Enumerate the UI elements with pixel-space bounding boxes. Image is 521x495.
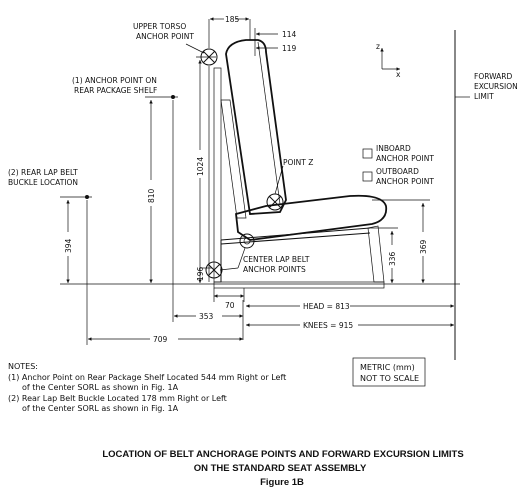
dim-knees: KNEES = 915 bbox=[303, 321, 353, 330]
axis-x-label: x bbox=[396, 70, 401, 79]
outboard-label-2: ANCHOR POINT bbox=[376, 177, 434, 186]
center-lap-label-1: CENTER LAP BELT bbox=[243, 255, 310, 264]
metric-box-text: METRIC (mm) NOT TO SCALE bbox=[360, 363, 419, 383]
note-2b: of the Center SORL as shown in Fig. 1A bbox=[22, 404, 179, 413]
dimension-values: 185 114 119 1024 810 394 196 70 353 709 … bbox=[64, 15, 428, 344]
caption-line-3: Figure 1B bbox=[260, 477, 304, 488]
dim-119: 119 bbox=[282, 44, 297, 53]
dim-369: 369 bbox=[419, 239, 428, 254]
notes: NOTES: (1) Anchor Point on Rear Package … bbox=[8, 362, 286, 413]
forward-excursion-label-1: FORWARD bbox=[474, 72, 512, 81]
point-z-label: POINT Z bbox=[283, 158, 313, 167]
dim-1024: 1024 bbox=[196, 157, 205, 176]
note-1b: of the Center SORL as shown in Fig. 1A bbox=[22, 383, 179, 392]
caption-line-1: LOCATION OF BELT ANCHORAGE POINTS AND FO… bbox=[102, 449, 463, 460]
metric-line-2: NOT TO SCALE bbox=[360, 374, 419, 383]
point-z-anchor-icon bbox=[266, 193, 284, 211]
dim-336: 336 bbox=[388, 251, 397, 266]
axis-indicator bbox=[380, 48, 400, 71]
dimension-lines bbox=[60, 17, 460, 345]
dim-709: 709 bbox=[153, 335, 168, 344]
dim-head: HEAD = 813 bbox=[303, 302, 350, 311]
labels: UPPER TORSO ANCHOR POINT (1) ANCHOR POIN… bbox=[8, 22, 518, 274]
rear-lap-label-1: (2) REAR LAP BELT bbox=[8, 168, 78, 177]
dim-185: 185 bbox=[225, 15, 240, 24]
forward-excursion-label-3: LIMIT bbox=[474, 92, 494, 101]
rear-lap-label-2: BUCKLE LOCATION bbox=[8, 178, 78, 187]
outboard-label-1: OUTBOARD bbox=[376, 167, 419, 176]
caption-line-2: ON THE STANDARD SEAT ASSEMBLY bbox=[194, 463, 367, 474]
legend bbox=[362, 148, 373, 182]
rear-shelf-label-2: REAR PACKAGE SHELF bbox=[74, 86, 157, 95]
note-2a: (2) Rear Lap Belt Buckle Located 178 mm … bbox=[8, 394, 227, 403]
center-lap-anchor-icon bbox=[205, 261, 223, 279]
rear-shelf-label-1: (1) ANCHOR POINT ON bbox=[72, 76, 157, 85]
upper-torso-label-2: ANCHOR POINT bbox=[136, 32, 194, 41]
metric-box bbox=[352, 357, 426, 387]
dim-394: 394 bbox=[64, 238, 73, 253]
inboard-legend-swatch bbox=[362, 148, 373, 159]
notes-heading: NOTES: bbox=[8, 362, 38, 371]
dim-196: 196 bbox=[196, 266, 205, 281]
caption: LOCATION OF BELT ANCHORAGE POINTS AND FO… bbox=[102, 449, 463, 488]
seat-back-cushion bbox=[225, 39, 287, 215]
metric-line-1: METRIC (mm) bbox=[360, 363, 415, 372]
seat-cushion bbox=[235, 194, 388, 241]
dim-810: 810 bbox=[147, 188, 156, 203]
dim-70: 70 bbox=[225, 301, 235, 310]
note-1a: (1) Anchor Point on Rear Package Shelf L… bbox=[8, 373, 286, 382]
forward-excursion-label-2: EXCURSION bbox=[474, 82, 518, 91]
inboard-label-1: INBOARD bbox=[376, 144, 411, 153]
outboard-legend-swatch bbox=[362, 171, 373, 182]
inboard-label-2: ANCHOR POINT bbox=[376, 154, 434, 163]
center-pivot-icon bbox=[239, 233, 255, 249]
dim-114: 114 bbox=[282, 30, 297, 39]
axis-z-label: z bbox=[376, 42, 380, 51]
dim-353: 353 bbox=[199, 312, 214, 321]
center-lap-label-2: ANCHOR POINTS bbox=[243, 265, 306, 274]
upper-torso-label-1: UPPER TORSO bbox=[133, 22, 186, 31]
forward-excursion-limit-line bbox=[454, 30, 470, 360]
